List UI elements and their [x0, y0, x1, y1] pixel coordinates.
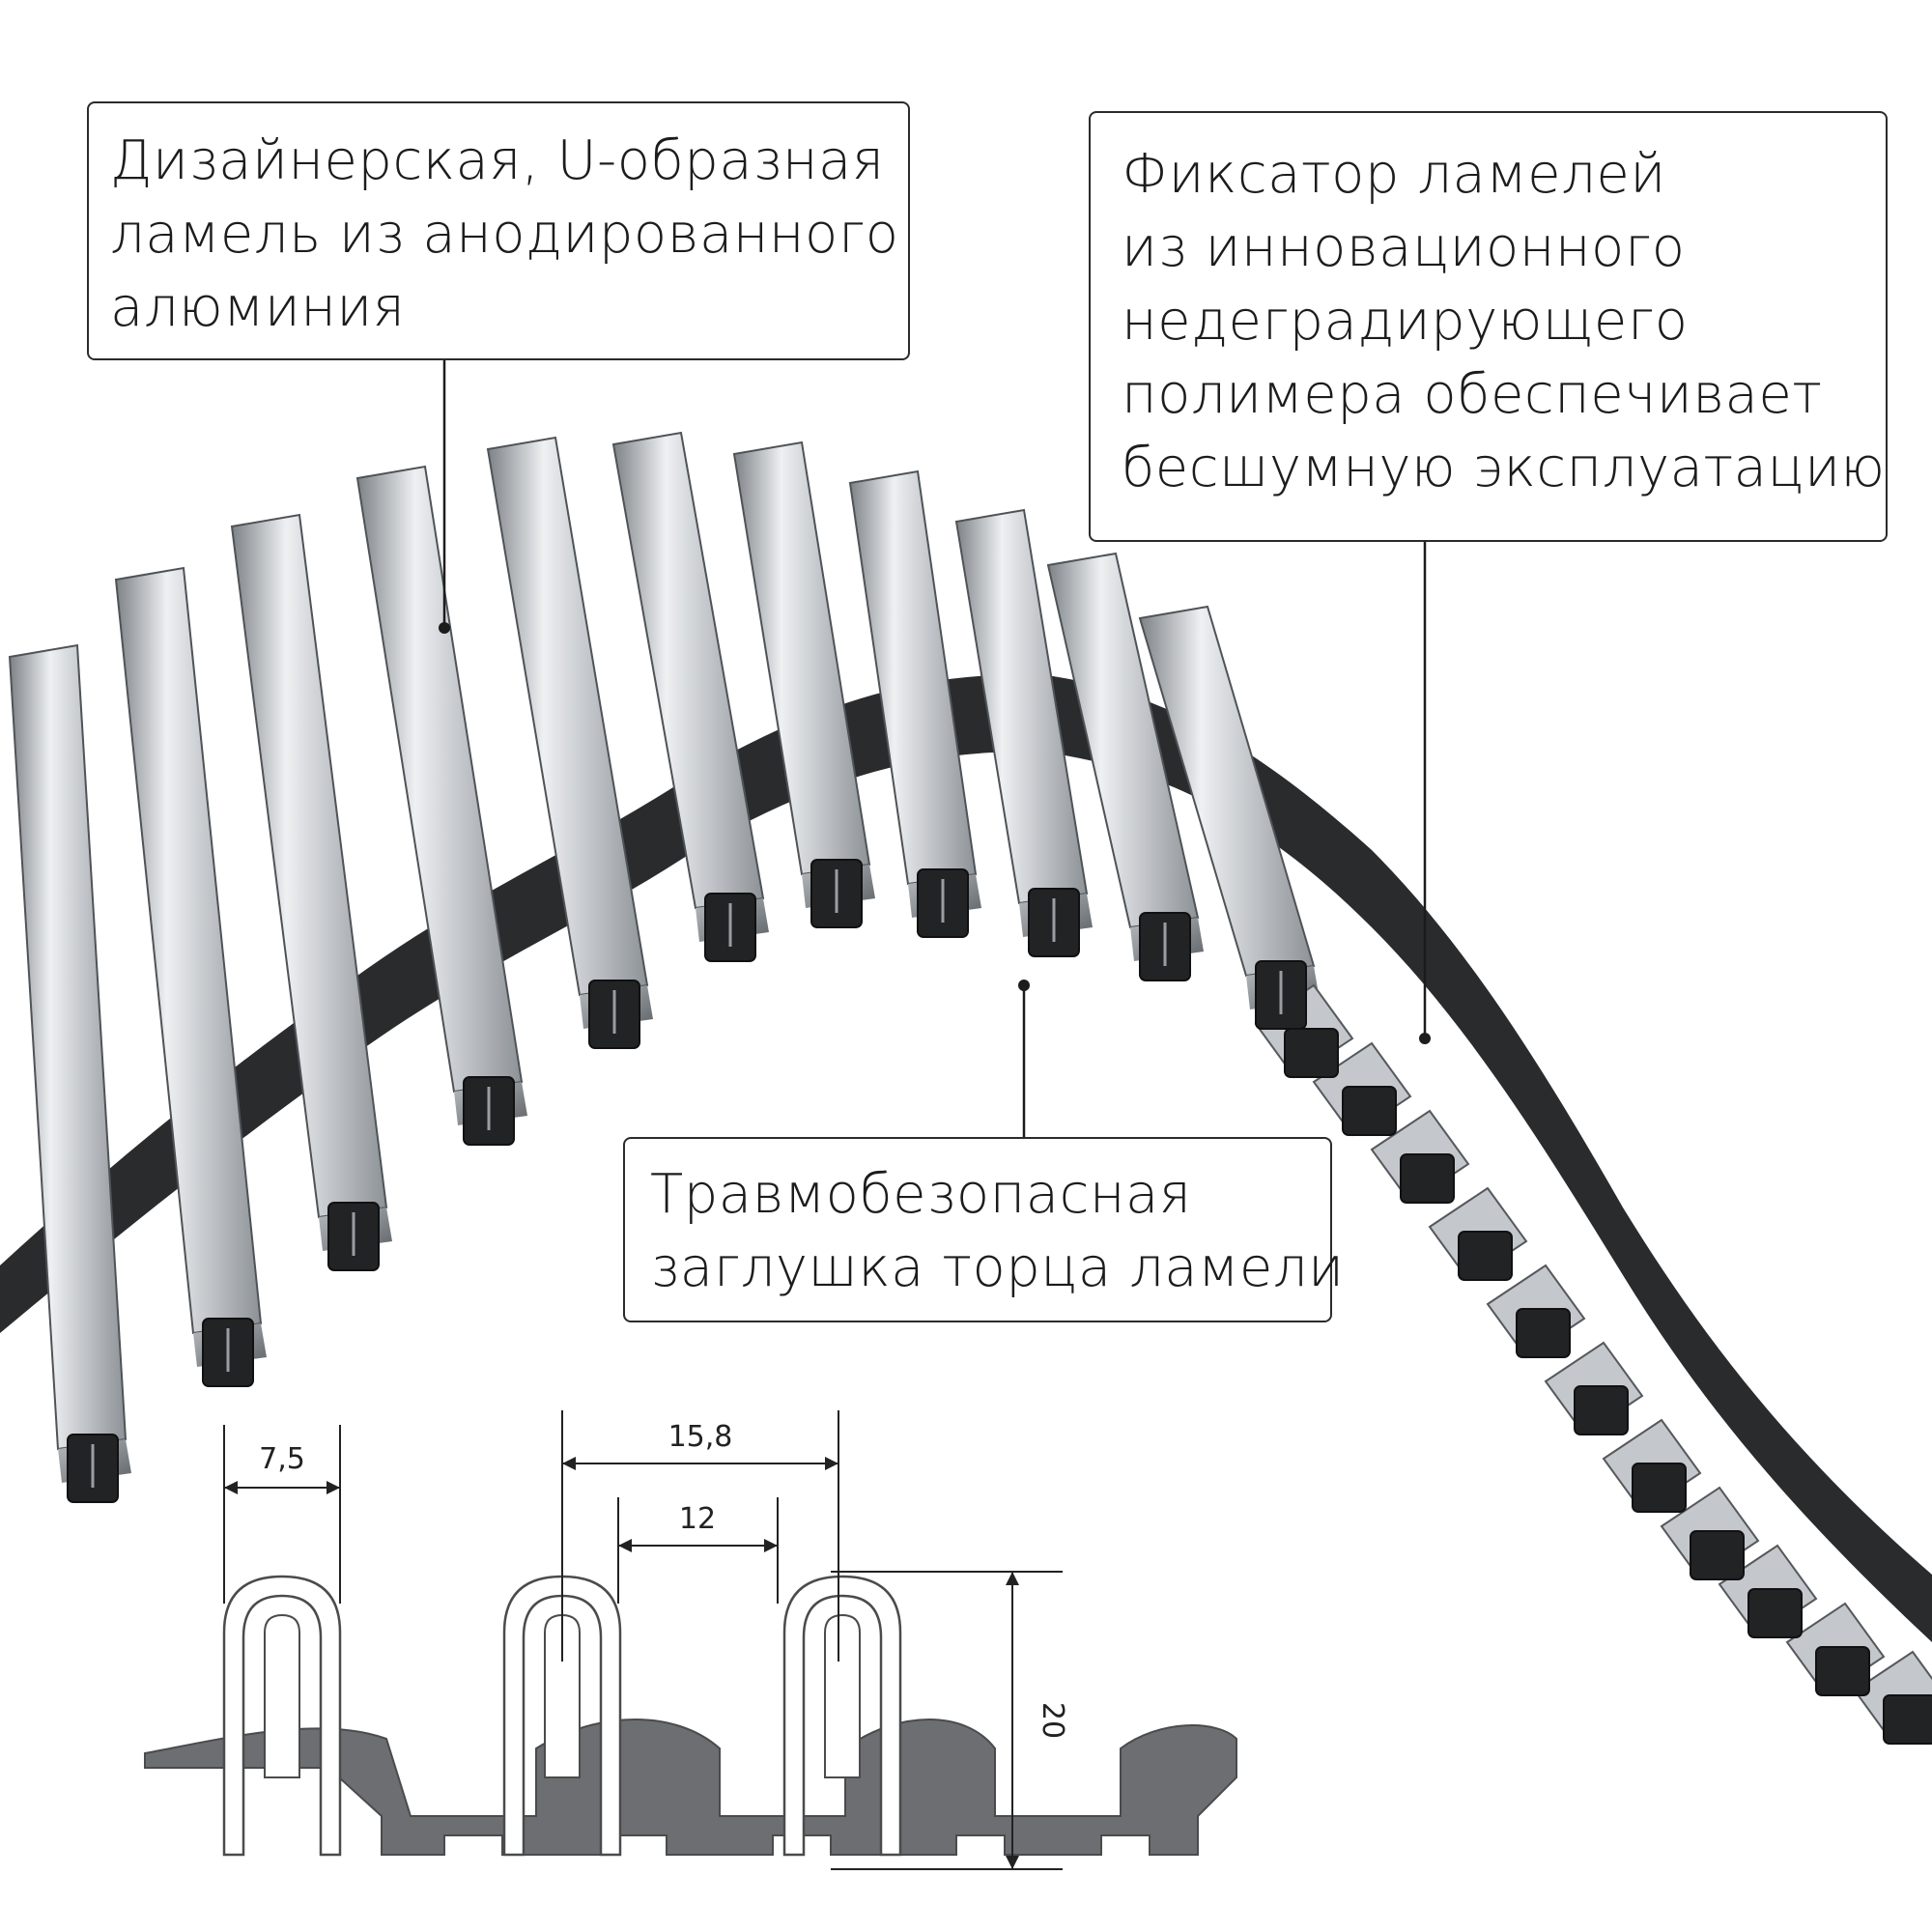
dim-label-height: 20	[1036, 1702, 1069, 1739]
section-u-inner	[824, 1613, 861, 1778]
end-cap	[1883, 1694, 1932, 1745]
aluminium-slat	[8, 643, 128, 1451]
dim-label-slat-width: 7,5	[259, 1442, 305, 1476]
section-u-inner	[264, 1613, 300, 1778]
callout-slat: Дизайнерская, U-образная ламель из аноди…	[87, 101, 910, 360]
callout-lock: Фиксатор ламелей из инновационного недег…	[1089, 111, 1888, 542]
leader-dot-slat	[439, 622, 450, 634]
end-cap	[1458, 1231, 1513, 1281]
end-cap	[1632, 1463, 1687, 1513]
callout-cap: Травмобезопасная заглушка торца ламели	[623, 1137, 1345, 1322]
section-u-profile	[502, 1575, 622, 1857]
dimension-pitch	[561, 1410, 839, 1662]
dim-label-pitch: 15,8	[668, 1420, 733, 1454]
callout-lock-line-5: бесшумную эксплуатацию	[1122, 437, 1886, 499]
callout-slat-line-2: ламель из анодированного	[110, 203, 899, 266]
end-cap	[1747, 1588, 1803, 1638]
dim-label-gap: 12	[679, 1502, 716, 1536]
end-cap	[1574, 1385, 1629, 1435]
callout-slat-line-1: Дизайнерская, U-образная	[110, 129, 885, 192]
callout-lock-line-2: из инновационного	[1122, 216, 1686, 279]
dimension-height	[831, 1571, 1063, 1870]
dimension-gap	[617, 1497, 779, 1604]
callout-cap-line-2: заглушка торца ламели	[650, 1236, 1345, 1299]
end-cap	[1342, 1086, 1397, 1136]
end-cap	[1284, 1028, 1339, 1078]
dimension-slat-width	[223, 1425, 341, 1604]
section-polymer-profile	[144, 1719, 1237, 1856]
callout-lock-line-4: полимера обеспечивает	[1122, 363, 1823, 426]
end-cap	[1400, 1153, 1455, 1204]
section-u-profile	[222, 1575, 342, 1857]
leader-dot-lock	[1419, 1033, 1431, 1044]
callout-cap-line-1: Травмобезопасная	[650, 1163, 1192, 1226]
cross-section-drawing: 7,5 15,8 12 20	[144, 1410, 1237, 1870]
end-cap	[1815, 1646, 1870, 1696]
end-cap	[1516, 1308, 1571, 1358]
section-slat-profiles	[222, 1575, 902, 1857]
leader-dot-cap	[1018, 980, 1030, 991]
aluminium-slat	[848, 469, 978, 886]
callout-slat-line-3: алюминия	[110, 276, 406, 339]
section-u-profile	[782, 1575, 902, 1857]
slat-group	[8, 431, 1932, 1746]
lock-group	[67, 859, 1932, 1745]
callout-lock-line-3: недеградирующего	[1122, 290, 1689, 353]
callout-lock-line-1: Фиксатор ламелей	[1122, 143, 1666, 206]
end-cap	[1690, 1530, 1745, 1580]
